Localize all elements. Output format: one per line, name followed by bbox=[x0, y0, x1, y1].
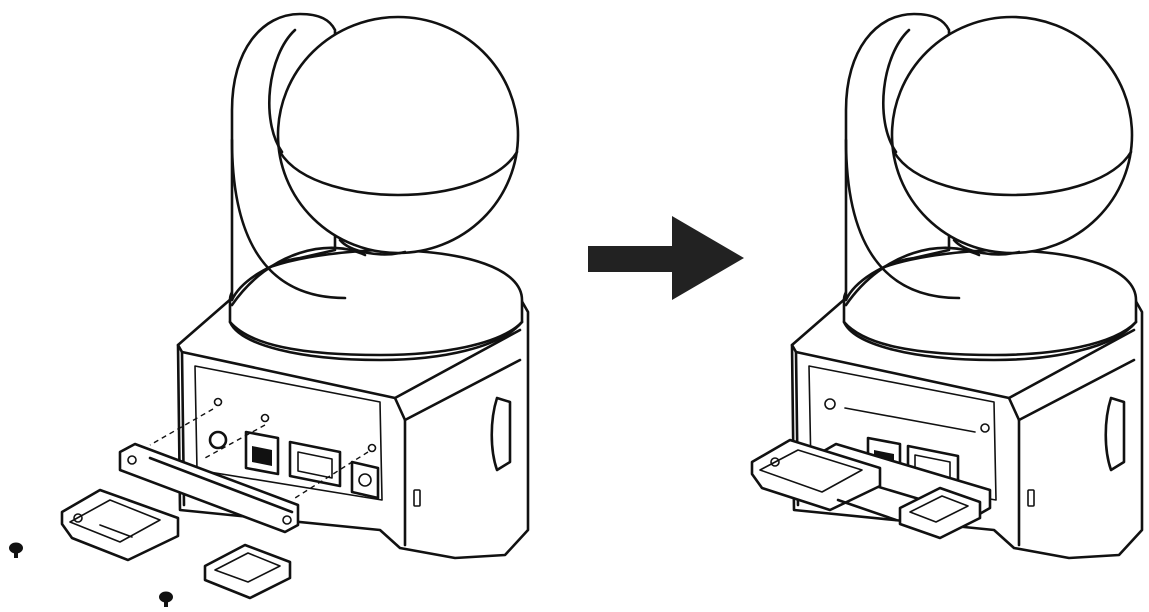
right-arrow-icon bbox=[588, 216, 744, 300]
mounting-bracket-attached bbox=[750, 438, 992, 540]
mounting-bracket-detached bbox=[60, 408, 369, 600]
rear-ports-left bbox=[208, 397, 380, 500]
screw-icon bbox=[159, 591, 173, 607]
screw-icon bbox=[9, 542, 23, 558]
